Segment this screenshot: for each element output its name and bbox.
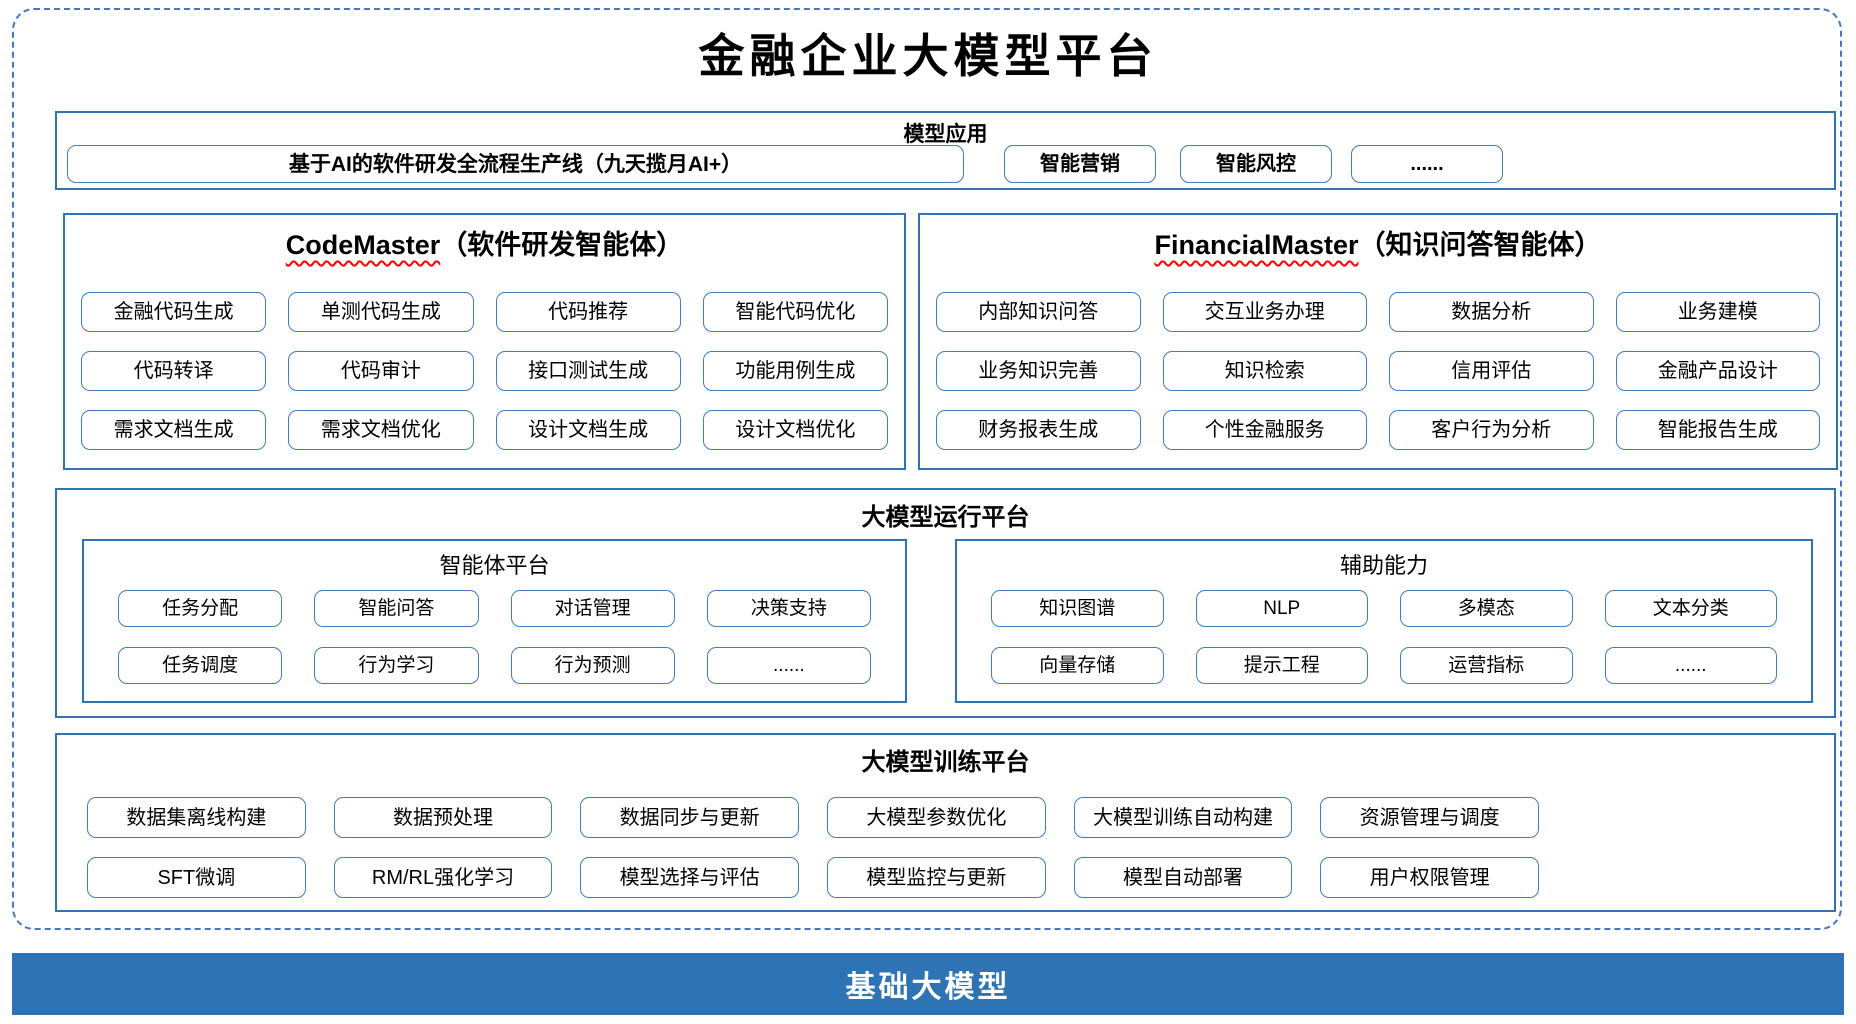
capability-box: 金融产品设计 (1615, 351, 1820, 391)
capability-box: 客户行为分析 (1389, 410, 1594, 450)
model-application-row: 基于AI的软件研发全流程生产线（九天揽月AI+） 智能营销 智能风控 .....… (67, 145, 1824, 183)
runtime-platform-section: 大模型运行平台 智能体平台 任务分配 智能问答 对话管理 决策支持 任务调度 行… (55, 488, 1836, 718)
capability-box: 对话管理 (510, 590, 675, 627)
capability-box: 业务建模 (1615, 292, 1820, 332)
capability-box: RM/RL强化学习 (333, 857, 553, 898)
training-platform-section: 大模型训练平台 数据集离线构建 数据预处理 数据同步与更新 大模型参数优化 大模… (55, 733, 1836, 912)
capability-box: 行为学习 (314, 647, 479, 684)
codemaster-name: CodeMaster (285, 230, 441, 260)
training-platform-header: 大模型训练平台 (861, 749, 1030, 776)
agent-platform-panel: 智能体平台 任务分配 智能问答 对话管理 决策支持 任务调度 行为学习 行为预测… (82, 539, 907, 703)
capability-box: 智能报告生成 (1615, 410, 1820, 450)
capability-box: 多模态 (1400, 590, 1573, 627)
capability-box: 功能用例生成 (702, 351, 888, 391)
capability-box: 资源管理与调度 (1320, 797, 1539, 838)
financialmaster-section: FinancialMaster（知识问答智能体） 内部知识问答 交互业务办理 数… (918, 213, 1838, 470)
outer-dashed-frame (12, 8, 1842, 930)
capability-box: 大模型参数优化 (827, 797, 1046, 838)
financialmaster-header: FinancialMaster（知识问答智能体） (920, 223, 1836, 262)
capability-box: 内部知识问答 (936, 292, 1141, 332)
financialmaster-grid: 内部知识问答 交互业务办理 数据分析 业务建模 业务知识完善 知识检索 信用评估… (936, 292, 1820, 450)
codemaster-section: CodeMaster（软件研发智能体） 金融代码生成 单测代码生成 代码推荐 智… (63, 213, 906, 470)
capability-box: 提示工程 (1195, 647, 1368, 684)
capability-box: SFT微调 (87, 857, 306, 898)
capability-box: 数据分析 (1389, 292, 1594, 332)
capability-box: 信用评估 (1389, 351, 1594, 391)
capability-box: 用户权限管理 (1320, 857, 1539, 898)
capability-box: 任务调度 (118, 647, 283, 684)
codemaster-header: CodeMaster（软件研发智能体） (65, 223, 904, 262)
app-box-ellipsis: ...... (1351, 145, 1503, 183)
capability-box: 代码转译 (81, 351, 267, 391)
page-title: 金融企业大模型平台 (698, 29, 1158, 83)
capability-box: 知识检索 (1162, 351, 1367, 391)
capability-box: 数据集离线构建 (87, 797, 306, 838)
capability-box: 模型选择与评估 (580, 857, 799, 898)
model-application-section: 模型应用 基于AI的软件研发全流程生产线（九天揽月AI+） 智能营销 智能风控 … (55, 111, 1836, 190)
foundation-model-bar: 基础大模型 (12, 953, 1844, 1015)
agent-platform-header: 智能体平台 (439, 553, 550, 578)
capability-box: 决策支持 (706, 590, 871, 627)
capability-box: 任务分配 (118, 590, 283, 627)
capability-box: 单测代码生成 (288, 292, 474, 332)
auxiliary-capability-header: 辅助能力 (1339, 553, 1428, 578)
capability-box: 智能代码优化 (702, 292, 888, 332)
financialmaster-name: FinancialMaster (1154, 230, 1359, 260)
app-box-marketing: 智能营销 (1004, 145, 1156, 183)
capability-box: 金融代码生成 (81, 292, 267, 332)
capability-box: 文本分类 (1604, 590, 1777, 627)
auxiliary-capability-panel: 辅助能力 知识图谱 NLP 多模态 文本分类 向量存储 提示工程 运营指标 ..… (955, 539, 1813, 703)
capability-box: 数据预处理 (333, 797, 553, 838)
capability-box: 行为预测 (510, 647, 675, 684)
codemaster-name-suffix: （软件研发智能体） (440, 230, 684, 260)
capability-box: NLP (1195, 590, 1368, 627)
capability-box: 智能问答 (314, 590, 479, 627)
app-box-risk: 智能风控 (1180, 145, 1332, 183)
capability-box: 模型监控与更新 (827, 857, 1046, 898)
capability-box: 大模型训练自动构建 (1073, 797, 1293, 838)
capability-box: 业务知识完善 (936, 351, 1141, 391)
model-application-header: 模型应用 (903, 123, 988, 146)
capability-box: 需求文档生成 (81, 410, 267, 450)
financialmaster-name-suffix: （知识问答智能体） (1358, 230, 1602, 260)
app-box-ai-pipeline: 基于AI的软件研发全流程生产线（九天揽月AI+） (67, 145, 964, 183)
auxiliary-capability-grid: 知识图谱 NLP 多模态 文本分类 向量存储 提示工程 运营指标 ...... (991, 590, 1777, 684)
capability-box: 设计文档优化 (702, 410, 888, 450)
foundation-model-label: 基础大模型 (845, 971, 1011, 1004)
capability-box: 交互业务办理 (1162, 292, 1367, 332)
capability-box: 代码审计 (288, 351, 474, 391)
capability-box: 知识图谱 (991, 590, 1164, 627)
capability-box: 向量存储 (991, 647, 1164, 684)
capability-box: 数据同步与更新 (580, 797, 799, 838)
capability-box: 需求文档优化 (288, 410, 474, 450)
capability-box: 个性金融服务 (1162, 410, 1367, 450)
capability-box: 财务报表生成 (936, 410, 1141, 450)
codemaster-grid: 金融代码生成 单测代码生成 代码推荐 智能代码优化 代码转译 代码审计 接口测试… (81, 292, 888, 450)
training-platform-grid: 数据集离线构建 数据预处理 数据同步与更新 大模型参数优化 大模型训练自动构建 … (87, 797, 1539, 898)
agent-platform-grid: 任务分配 智能问答 对话管理 决策支持 任务调度 行为学习 行为预测 .....… (118, 590, 871, 684)
runtime-platform-header: 大模型运行平台 (861, 504, 1030, 531)
capability-box: 运营指标 (1400, 647, 1573, 684)
capability-box: ...... (1604, 647, 1777, 684)
capability-box: 代码推荐 (495, 292, 681, 332)
capability-box: 模型自动部署 (1073, 857, 1293, 898)
capability-box: 设计文档生成 (495, 410, 681, 450)
capability-box: 接口测试生成 (495, 351, 681, 391)
capability-box: ...... (706, 647, 871, 684)
